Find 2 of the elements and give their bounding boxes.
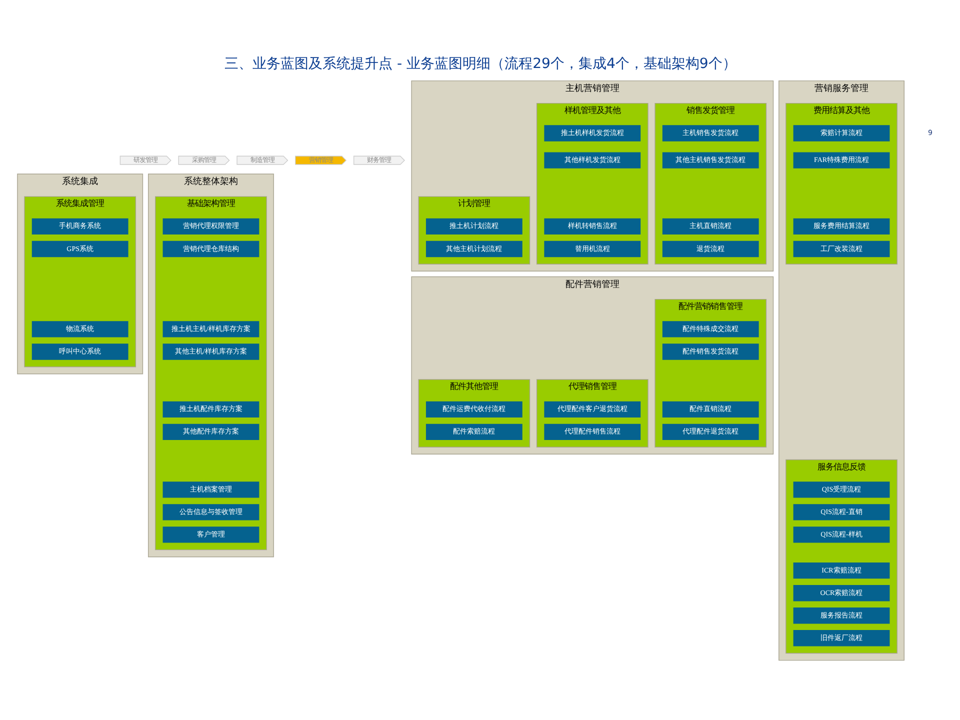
diagram-title: 三、业务蓝图及系统提升点 - 业务蓝图明细（流程29个，集成4个，基础架构9个）: [224, 56, 736, 72]
label: 9: [927, 128, 932, 137]
